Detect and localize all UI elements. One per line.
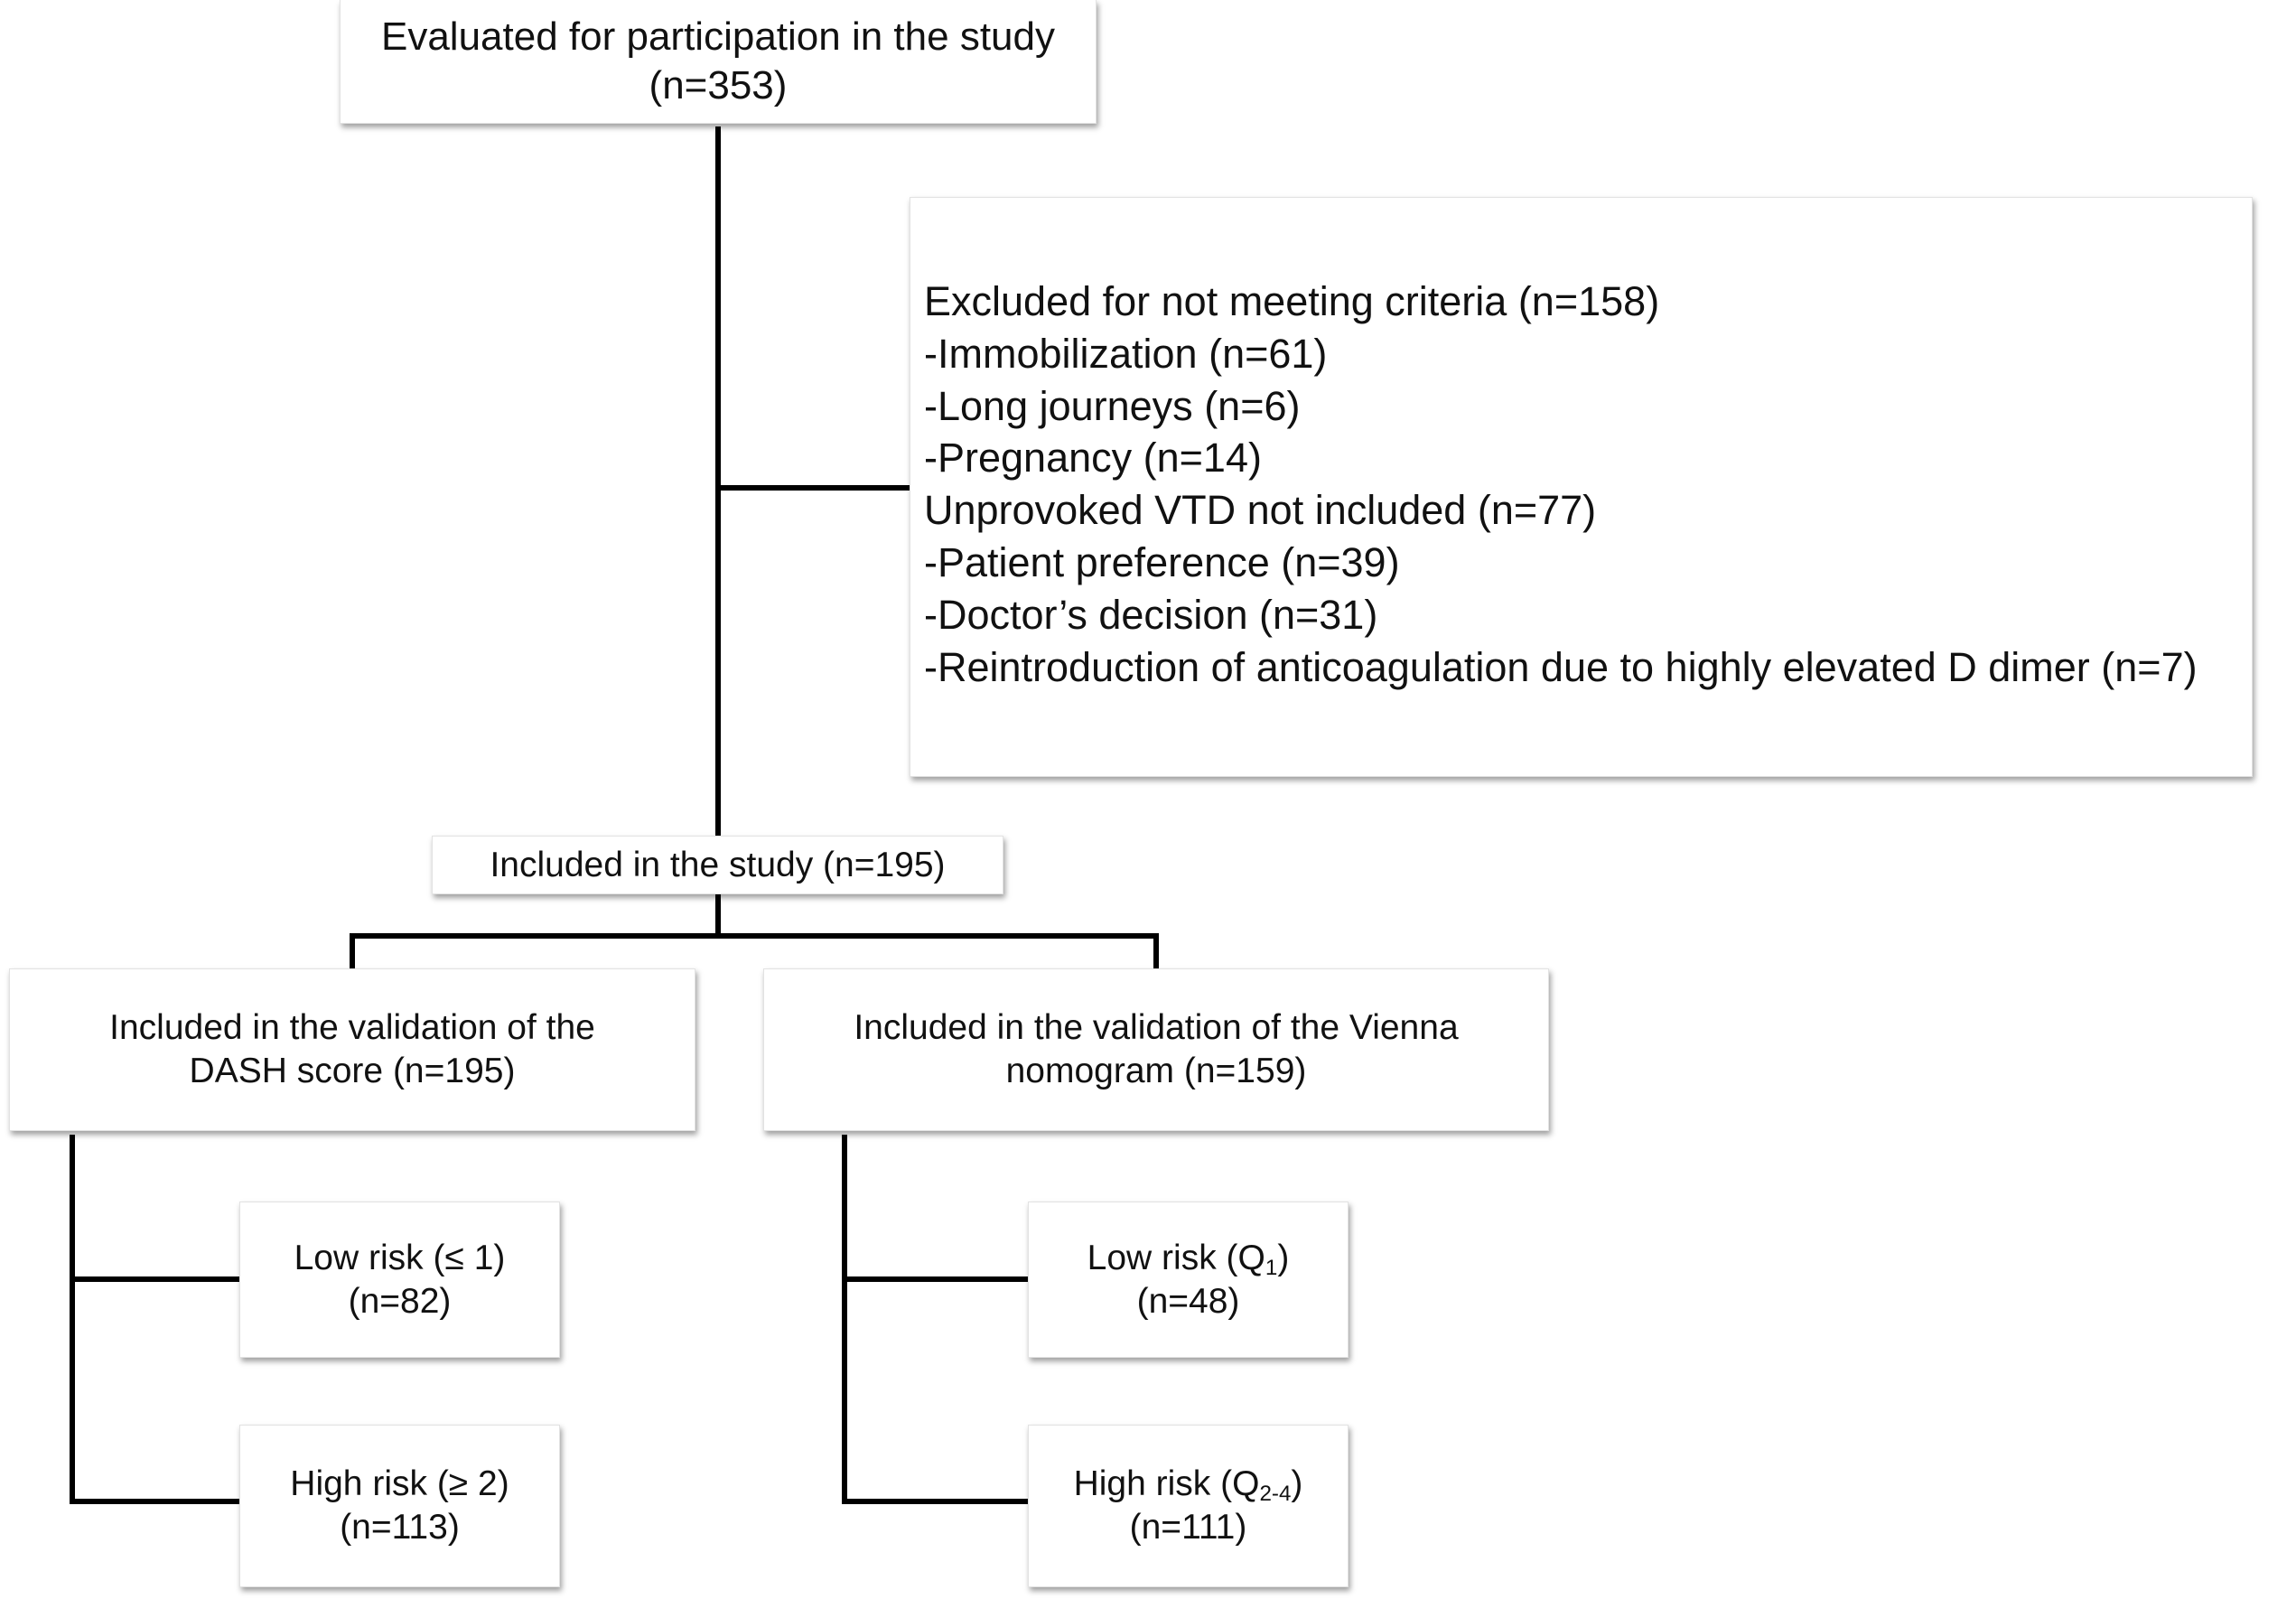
vienna-high-risk-box: High risk (Q2-4) (n=111) bbox=[1028, 1425, 1349, 1587]
dash-high-risk-count: (n=113) bbox=[340, 1508, 460, 1547]
excluded-line-2: -Immobilization (n=61) bbox=[924, 330, 1328, 377]
vienna-high-risk-subscript: 2-4 bbox=[1259, 1482, 1292, 1507]
excluded-line-6: -Patient preference (n=39) bbox=[924, 539, 1400, 586]
excluded-line-8: -Reintroduction of anticoagulation due t… bbox=[924, 643, 2198, 690]
excluded-line-5: Unprovoked VTD not included (n=77) bbox=[924, 487, 1597, 534]
dash-title-line2: DASH score (n=195) bbox=[189, 1052, 516, 1090]
dash-high-risk-label: High risk (≥ 2) bbox=[290, 1464, 509, 1504]
excluded-box: Excluded for not meeting criteria (n=158… bbox=[910, 197, 2253, 777]
excluded-line-4: -Pregnancy (n=14) bbox=[924, 435, 1262, 482]
included-label: Included in the study (n=195) bbox=[490, 845, 946, 884]
dash-box: Included in the validation of the DASH s… bbox=[9, 968, 695, 1131]
dash-low-risk-label: Low risk (≤ 1) bbox=[294, 1238, 506, 1277]
evaluated-box: Evaluated for participation in the study… bbox=[340, 0, 1097, 124]
vienna-high-risk-label: High risk (Q2-4) bbox=[1073, 1464, 1303, 1507]
excluded-line-7: -Doctor’s decision (n=31) bbox=[924, 591, 1378, 638]
vienna-box: Included in the validation of the Vienna… bbox=[763, 968, 1549, 1131]
vienna-low-risk-subscript: 1 bbox=[1265, 1255, 1278, 1280]
included-box: Included in the study (n=195) bbox=[432, 836, 1003, 894]
vienna-high-risk-count: (n=111) bbox=[1129, 1508, 1247, 1547]
dash-title-line1: Included in the validation of the bbox=[109, 1008, 595, 1048]
excluded-line-3: -Long journeys (n=6) bbox=[924, 382, 1301, 429]
evaluated-title: Evaluated for participation in the study bbox=[380, 14, 1055, 60]
vienna-low-risk-count: (n=48) bbox=[1136, 1281, 1240, 1321]
vienna-low-risk-box: Low risk (Q1) (n=48) bbox=[1028, 1202, 1349, 1358]
dash-low-risk-count: (n=82) bbox=[348, 1281, 452, 1321]
vienna-title-line1: Included in the validation of the Vienna bbox=[854, 1008, 1459, 1048]
excluded-line-1: Excluded for not meeting criteria (n=158… bbox=[924, 278, 1660, 324]
vienna-low-risk-label: Low risk (Q1) bbox=[1087, 1238, 1290, 1280]
evaluated-count: (n=353) bbox=[649, 63, 788, 108]
dash-high-risk-box: High risk (≥ 2) (n=113) bbox=[239, 1425, 560, 1587]
dash-low-risk-box: Low risk (≤ 1) (n=82) bbox=[239, 1202, 560, 1358]
vienna-title-line2: nomogram (n=159) bbox=[1005, 1052, 1307, 1090]
